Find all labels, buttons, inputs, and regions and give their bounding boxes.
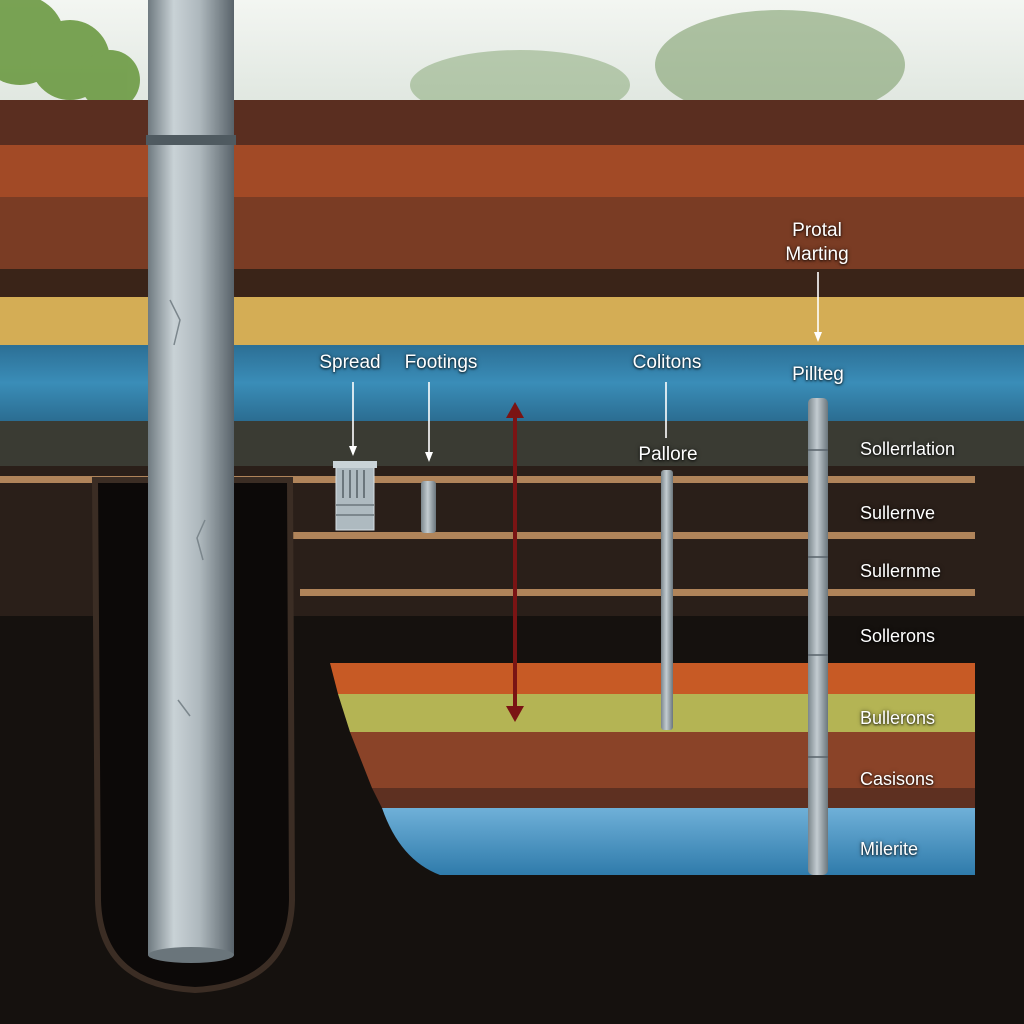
tree-right: [655, 10, 905, 120]
portal-label-line-1: Protal: [792, 220, 842, 241]
pillteg-label: Pillteg: [792, 364, 844, 385]
layer-label: Sollerrlation: [860, 439, 956, 459]
layer-label: Bullerons: [860, 708, 936, 728]
layer-label: Casisons: [860, 769, 935, 789]
pointer-arrows: [349, 272, 822, 462]
colitons-label: Colitons: [632, 352, 702, 373]
layer-label: Sollerons: [860, 626, 936, 646]
depth-arrow: [506, 402, 524, 722]
casing-pipe: [146, 0, 236, 963]
layer-label: Sullernve: [860, 503, 936, 523]
spread-label: Spread: [319, 352, 381, 373]
pallore-label: Pallore: [638, 444, 698, 465]
tree-left: [0, 0, 140, 110]
spread-footing: [333, 461, 377, 531]
portal-label: Protal Marting: [785, 219, 848, 267]
layer-label: Sullernme: [860, 561, 942, 581]
footings-label: Footings: [404, 352, 478, 373]
thin-strata-lines: [0, 476, 975, 596]
portal-label-line-2: Marting: [785, 244, 849, 265]
footing-post: [421, 481, 436, 533]
layer-label: Milerite: [860, 839, 919, 859]
colitons-pile: [661, 470, 673, 730]
pillteg-pile: [808, 398, 828, 875]
